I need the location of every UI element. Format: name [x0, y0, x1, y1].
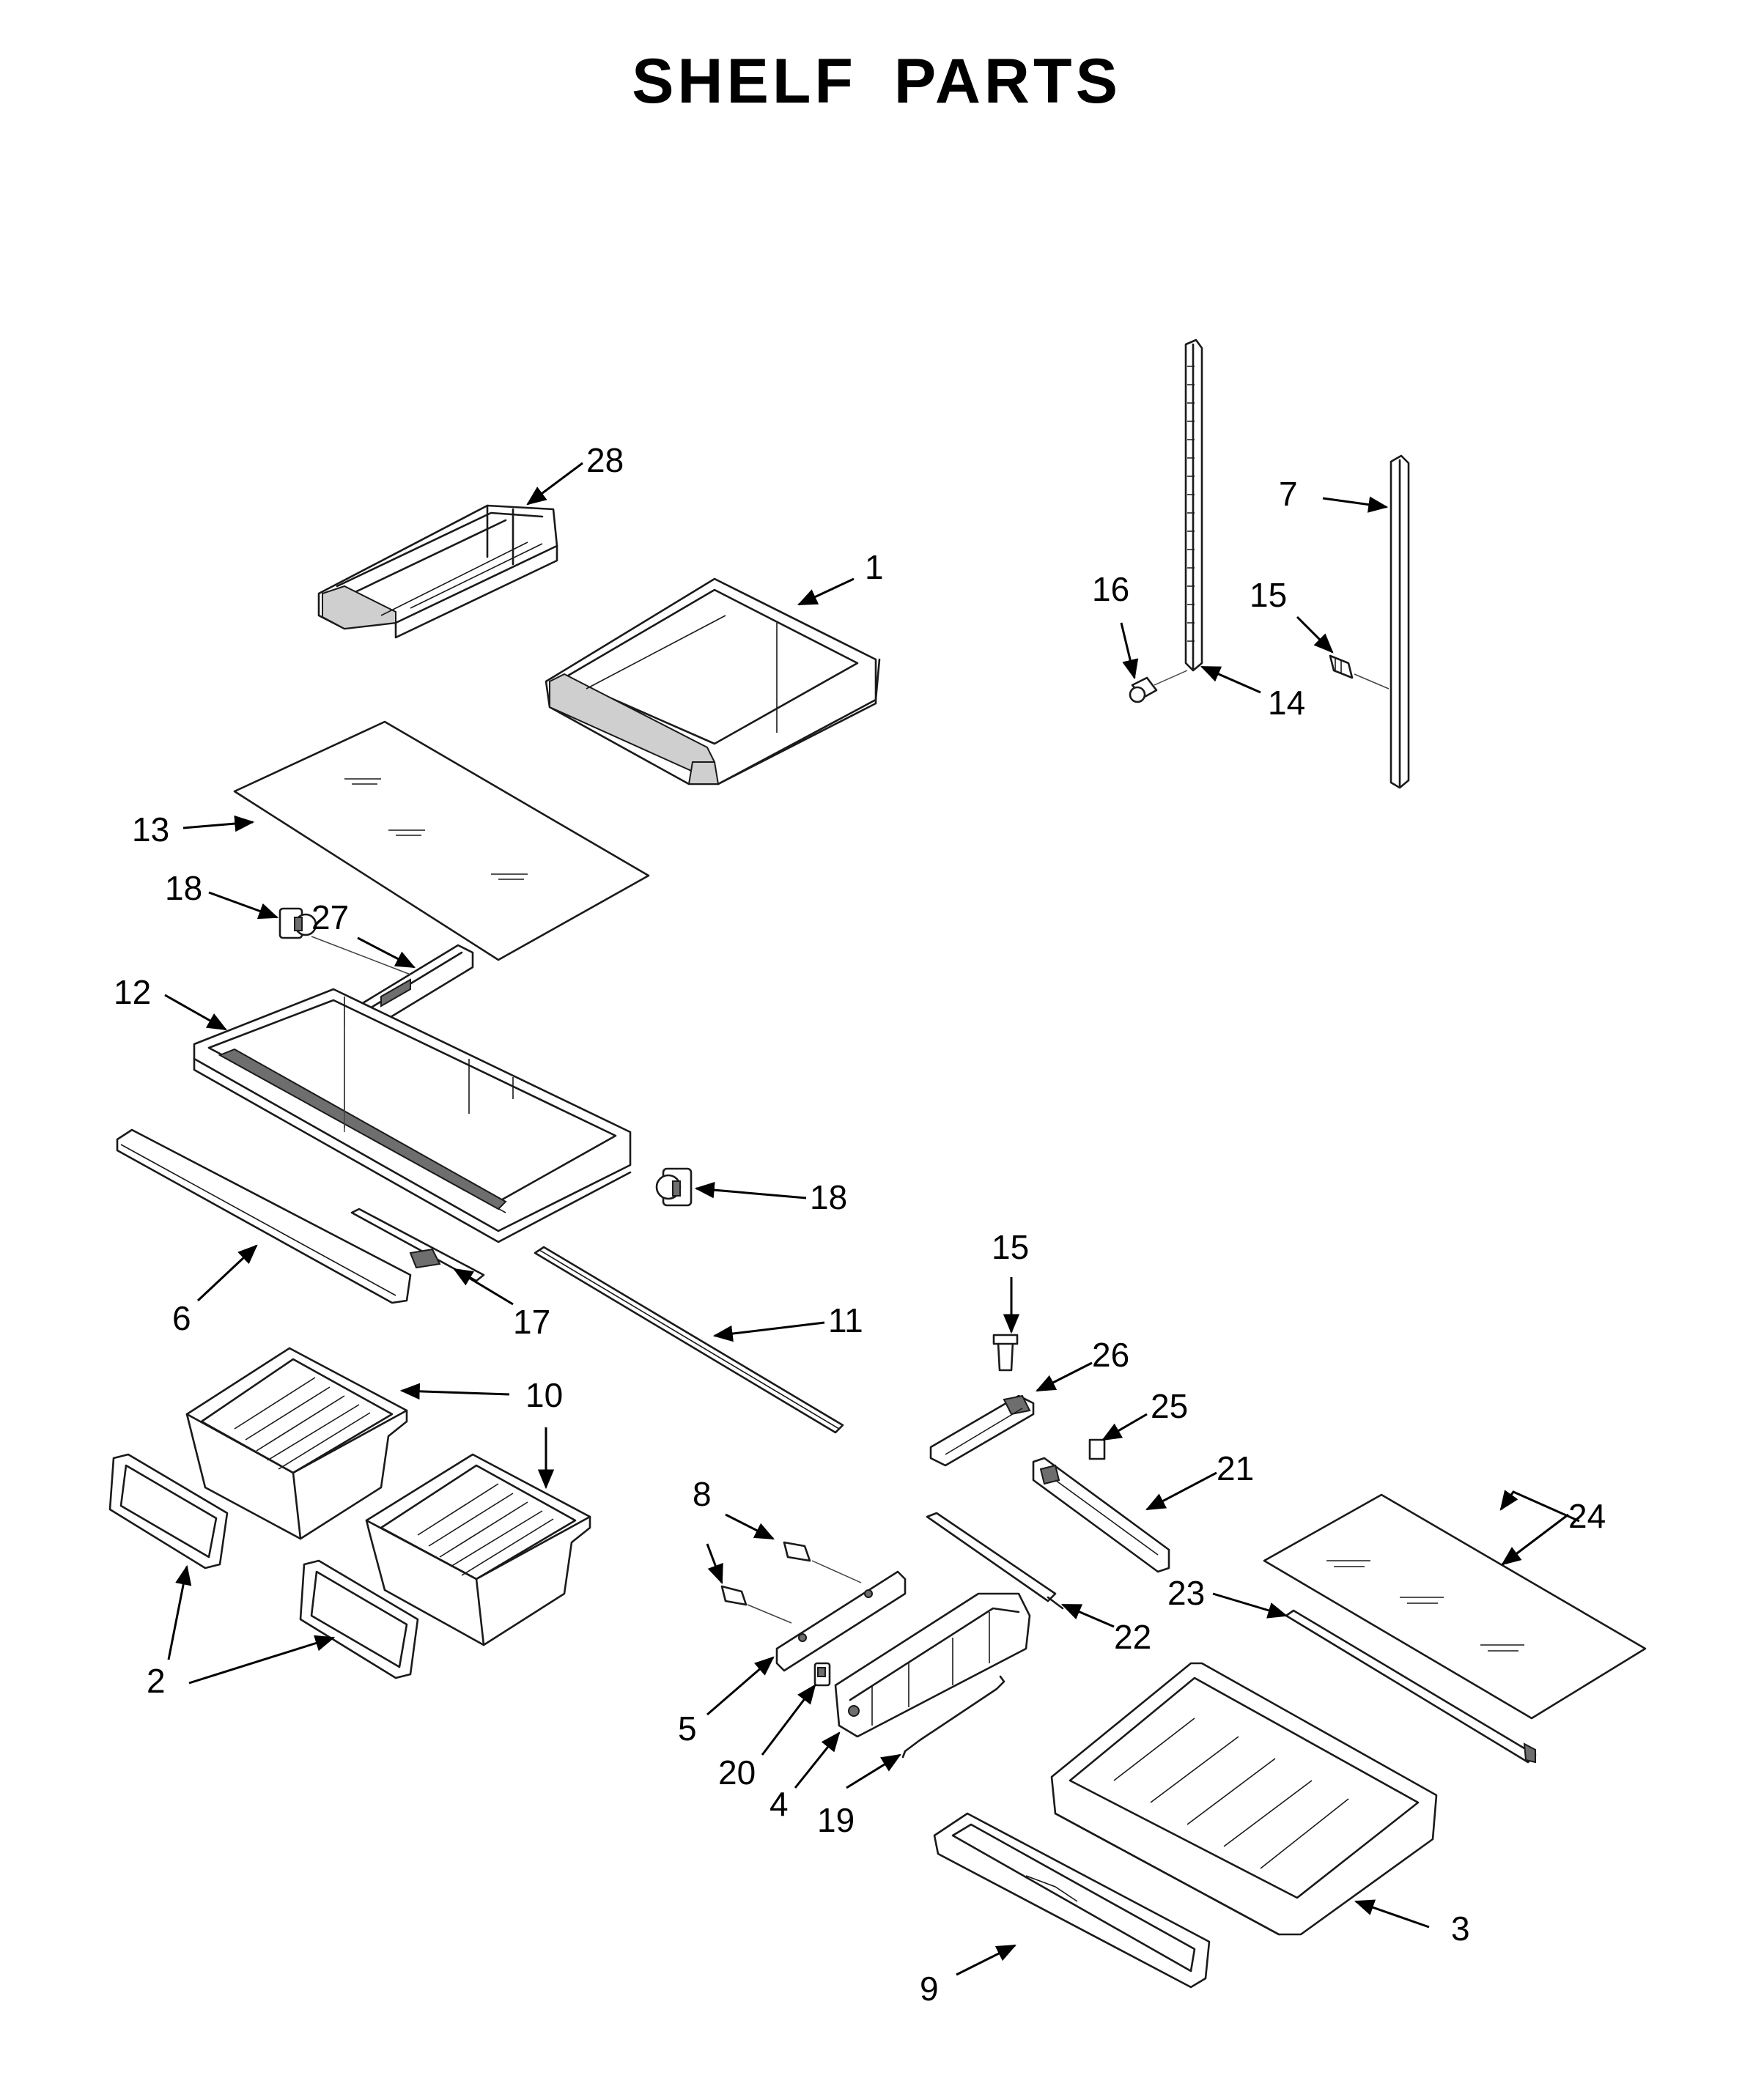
part-3-deli-pan [1050, 1662, 1438, 1936]
part-8-screw-b [720, 1585, 792, 1624]
callout-23: 23 [1167, 1574, 1205, 1612]
callout-16: 16 [1092, 570, 1129, 608]
callout-4: 4 [770, 1785, 789, 1823]
part-11-rod [534, 1246, 844, 1434]
part-26-bracket [929, 1394, 1035, 1467]
callout-24: 24 [1568, 1497, 1606, 1535]
callout-5: 5 [678, 1709, 697, 1748]
callout-15: 15 [1250, 576, 1287, 614]
page-title: SHELF PARTS [632, 46, 1121, 117]
callout-20: 20 [718, 1753, 756, 1792]
callout-1: 1 [865, 548, 884, 586]
part-4-drawer-support [834, 1592, 1031, 1738]
callout-2: 2 [147, 1662, 166, 1700]
part-25-clip [1088, 1438, 1106, 1460]
callout-27: 27 [311, 898, 349, 936]
part-21-slide-rail [1032, 1457, 1170, 1573]
part-7-side-rail [1390, 454, 1410, 789]
callout-13: 13 [132, 810, 169, 848]
part-14-shelf-ladder [1184, 339, 1203, 672]
callout-3: 3 [1451, 1909, 1470, 1948]
callout-17: 17 [513, 1303, 550, 1341]
callout-10: 10 [525, 1376, 563, 1414]
part-15-screw-lower [992, 1334, 1019, 1372]
part-19-wire [901, 1675, 1005, 1759]
part-10-crisper-drawer-right [365, 1453, 591, 1646]
callout-9: 9 [920, 1970, 939, 2008]
part-24-glass-shelf [1263, 1493, 1647, 1720]
part-20-clip [813, 1662, 831, 1687]
part-8-screw-a [783, 1541, 862, 1583]
callout-6: 6 [172, 1299, 191, 1337]
callout-18: 18 [165, 869, 202, 907]
callout-leaders [164, 462, 1580, 1976]
callout-21: 21 [1217, 1449, 1254, 1487]
callout-28: 28 [586, 441, 624, 479]
callout-8: 8 [693, 1475, 712, 1513]
part-22-rod [926, 1512, 1064, 1610]
part-5-mounting-plate [775, 1570, 907, 1672]
part-28-small-shelf-frame [317, 504, 558, 639]
part-6-shelf-trim [116, 1128, 412, 1304]
callout-25: 25 [1151, 1387, 1188, 1425]
part-2-drawer-front-right [299, 1559, 419, 1679]
callout-12: 12 [114, 973, 151, 1011]
callout-11: 11 [828, 1301, 863, 1339]
part-15-screw-top [1329, 654, 1390, 689]
part-1-shelf-frame [545, 577, 881, 785]
callout-26: 26 [1092, 1336, 1129, 1374]
callout-7: 7 [1279, 475, 1298, 513]
part-18-bracket-lower [655, 1167, 693, 1207]
callout-19: 19 [817, 1801, 855, 1839]
part-16-screw [1129, 670, 1188, 703]
part-10-crisper-drawer-left [185, 1347, 408, 1540]
part-2-drawer-front-left [108, 1453, 229, 1570]
part-9-pan-front [933, 1812, 1211, 1989]
callout-labels: 28 1 7 16 15 14 13 18 27 12 18 6 17 11 1… [114, 441, 1606, 2008]
callout-15: 15 [992, 1228, 1029, 1266]
part-18-bracket-upper [278, 907, 317, 939]
part-13-glass-shelf [233, 720, 650, 961]
callout-22: 22 [1114, 1618, 1151, 1656]
callout-14: 14 [1268, 684, 1305, 722]
part-23-trim [1285, 1609, 1537, 1764]
callout-18: 18 [810, 1178, 847, 1216]
part-12-slide-shelf-frame [193, 988, 632, 1243]
part-17-rail [350, 1208, 485, 1282]
